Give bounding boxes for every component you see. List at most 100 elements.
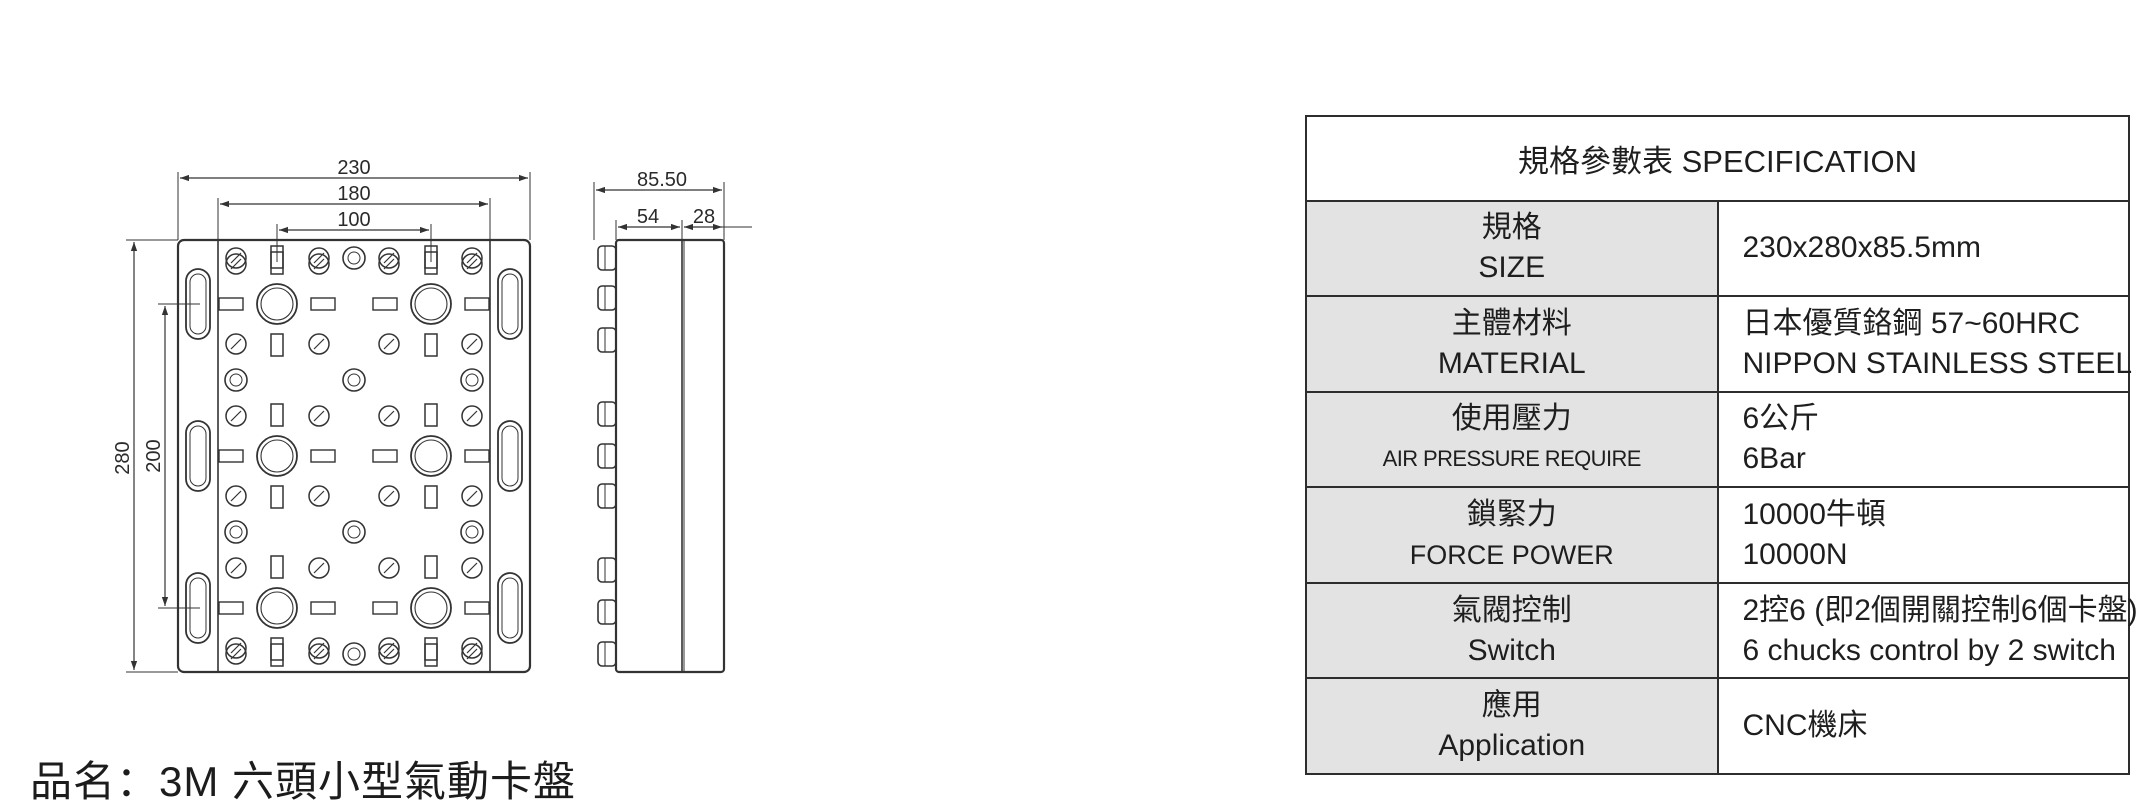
center-ring [342, 368, 366, 392]
side-nub [597, 557, 617, 583]
chuck-2 [372, 283, 490, 325]
bolt [378, 637, 400, 659]
spec-value-line: 日本優質鉻鋼 57~60HRC [1742, 306, 2081, 340]
dim-label-85-50: 85.50 [637, 169, 687, 191]
center-ring-top [342, 246, 366, 270]
spec-label-en: Switch [1467, 633, 1556, 667]
spec-row-switch: 氣閥控制 Switch 2控6 (即2個開關控制6個卡盤) 6 chucks c… [1305, 581, 2138, 680]
dim-label-100: 100 [337, 209, 370, 231]
spec-value-line: 6 chucks control by 2 switch [1742, 633, 2117, 667]
spec-label: 主體材料 MATERIAL [1305, 295, 1719, 393]
bolt [308, 637, 330, 659]
spec-value-line: 6公斤 [1742, 402, 1820, 436]
chuck-1 [218, 283, 336, 325]
bolt [461, 557, 483, 579]
bolt [308, 253, 330, 275]
spec-value: 日本優質鉻鋼 57~60HRC NIPPON STAINLESS STEEL [1716, 295, 2133, 393]
dim-label-180: 180 [337, 183, 370, 205]
bolt [378, 333, 400, 355]
slot [270, 403, 284, 427]
spec-header-row: 規格參數表 SPECIFICATION [1305, 115, 2130, 202]
slot [270, 643, 284, 667]
spec-value-line: CNC機床 [1742, 709, 1868, 743]
front-plate-details [185, 245, 523, 667]
center-ring [342, 520, 366, 544]
bolt [225, 643, 247, 665]
slot [424, 403, 438, 427]
chuck-5 [218, 587, 336, 629]
bolt [225, 247, 247, 269]
side-ring [460, 368, 484, 392]
side-nub [597, 443, 617, 469]
side-view-details [597, 245, 617, 667]
spec-row-material: 主體材料 MATERIAL 日本優質鉻鋼 57~60HRC NIPPON STA… [1305, 295, 2133, 393]
long-slot-inner [501, 425, 519, 487]
chuck-4 [372, 435, 490, 477]
bolt [378, 643, 400, 665]
spec-value-line: 6Bar [1742, 442, 1806, 476]
dim-label-230: 230 [337, 157, 370, 179]
spec-row-size: 規格 SIZE 230x280x85.5mm [1305, 199, 2130, 298]
front-plate-outline [176, 238, 532, 674]
spec-row-application: 應用 Application CNC機床 [1305, 677, 2130, 775]
center-ring-bottom [342, 642, 366, 666]
spec-label-zh: 鎖緊力 [1466, 498, 1557, 532]
slot [270, 333, 284, 357]
spec-label-zh: 氣閥控制 [1451, 593, 1572, 627]
long-slot-left [185, 420, 211, 492]
bolt [378, 405, 400, 427]
slot [270, 637, 284, 661]
side-nub [597, 599, 617, 625]
spec-label-zh: 使用壓力 [1451, 402, 1572, 436]
spec-label: 使用壓力 AIR PRESSURE REQUIRE [1305, 390, 1719, 489]
specification-table: 規格參數表 SPECIFICATION 規格 SIZE 230x280x85.5… [1305, 115, 2138, 775]
spec-value-line: NIPPON STAINLESS STEEL [1742, 346, 2133, 380]
spec-value: 2控6 (即2個開關控制6個卡盤) 6 chucks control by 2 … [1716, 581, 2138, 680]
bolt [308, 247, 330, 269]
side-view-dimension-labels: 85.50 54 28 [637, 169, 715, 228]
bolt [308, 405, 330, 427]
spec-label-en: MATERIAL [1437, 346, 1586, 380]
bolt [461, 643, 483, 665]
bolt [225, 253, 247, 275]
long-slot-inner [189, 425, 207, 487]
side-nub [597, 641, 617, 667]
long-slot-right [497, 420, 523, 492]
technical-drawing: 230 180 100 280 200 85.50 54 28 [112, 157, 752, 674]
spec-row-air-pressure: 使用壓力 AIR PRESSURE REQUIRE 6公斤 6Bar [1305, 390, 2130, 489]
dim-label-28: 28 [693, 206, 715, 228]
bolt [378, 253, 400, 275]
bolt [308, 485, 330, 507]
spec-value-line: 2控6 (即2個開關控制6個卡盤) [1742, 593, 2138, 627]
spec-row-force-power: 鎖緊力 FORCE POWER 10000牛頓 10000N [1305, 486, 2130, 584]
side-nub [597, 327, 617, 353]
front-inner-body [217, 239, 491, 673]
bolt [308, 333, 330, 355]
bolt [461, 405, 483, 427]
side-view [593, 182, 752, 674]
spec-value: 230x280x85.5mm [1716, 199, 2130, 298]
long-slot-right [497, 268, 523, 340]
spec-label-zh: 主體材料 [1451, 306, 1572, 340]
bolt [461, 485, 483, 507]
spec-value-line: 230x280x85.5mm [1742, 231, 1981, 265]
side-body-outline [614, 238, 726, 674]
spec-label: 規格 SIZE [1305, 199, 1719, 298]
chuck-3 [218, 435, 336, 477]
bolt [461, 637, 483, 659]
bolt [378, 557, 400, 579]
front-view-dimension-labels: 230 180 100 280 200 [112, 157, 371, 475]
bolt [225, 637, 247, 659]
side-ring [460, 520, 484, 544]
long-slot-inner [501, 577, 519, 639]
spec-label-en: AIR PRESSURE REQUIRE [1382, 446, 1642, 472]
spec-label-zh: 應用 [1481, 689, 1542, 723]
product-name: 品名：3M 六頭小型氣動卡盤 [30, 758, 577, 805]
bolt [461, 247, 483, 269]
slot [424, 485, 438, 509]
bolt [225, 333, 247, 355]
slot [424, 333, 438, 357]
side-nub [597, 483, 617, 509]
spec-label: 鎖緊力 FORCE POWER [1305, 486, 1719, 584]
spec-value: 6公斤 6Bar [1716, 390, 2130, 489]
